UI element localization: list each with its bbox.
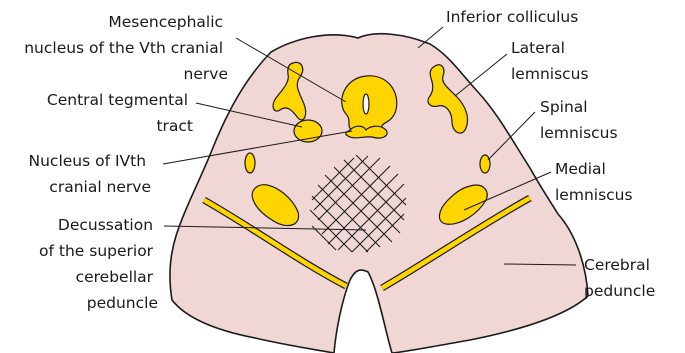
label-spinal-lemniscus: Spinal lemniscus: [540, 98, 618, 142]
label-nucleus-iv: Nucleus of IVth cranial nerve: [29, 152, 152, 196]
label-lateral-lemniscus: Lateral lemniscus: [511, 39, 589, 83]
label-medial-lemniscus: Medial lemniscus: [555, 160, 633, 204]
left-spinal-lemniscus: [245, 153, 255, 173]
label-mesencephalic-nucleus: Mesencephalic nucleus of the Vth cranial…: [24, 13, 228, 83]
label-inferior-colliculus: Inferior colliculus: [446, 8, 578, 26]
label-decussation: Decussation of the superior cerebellar p…: [39, 216, 158, 312]
label-central-tegmental-tract: Central tegmental tract: [47, 91, 193, 135]
right-spinal-lemniscus: [480, 155, 490, 173]
label-cerebral-peduncle: Cerebral peduncle: [584, 256, 655, 300]
cerebral-aqueduct: [363, 94, 369, 114]
